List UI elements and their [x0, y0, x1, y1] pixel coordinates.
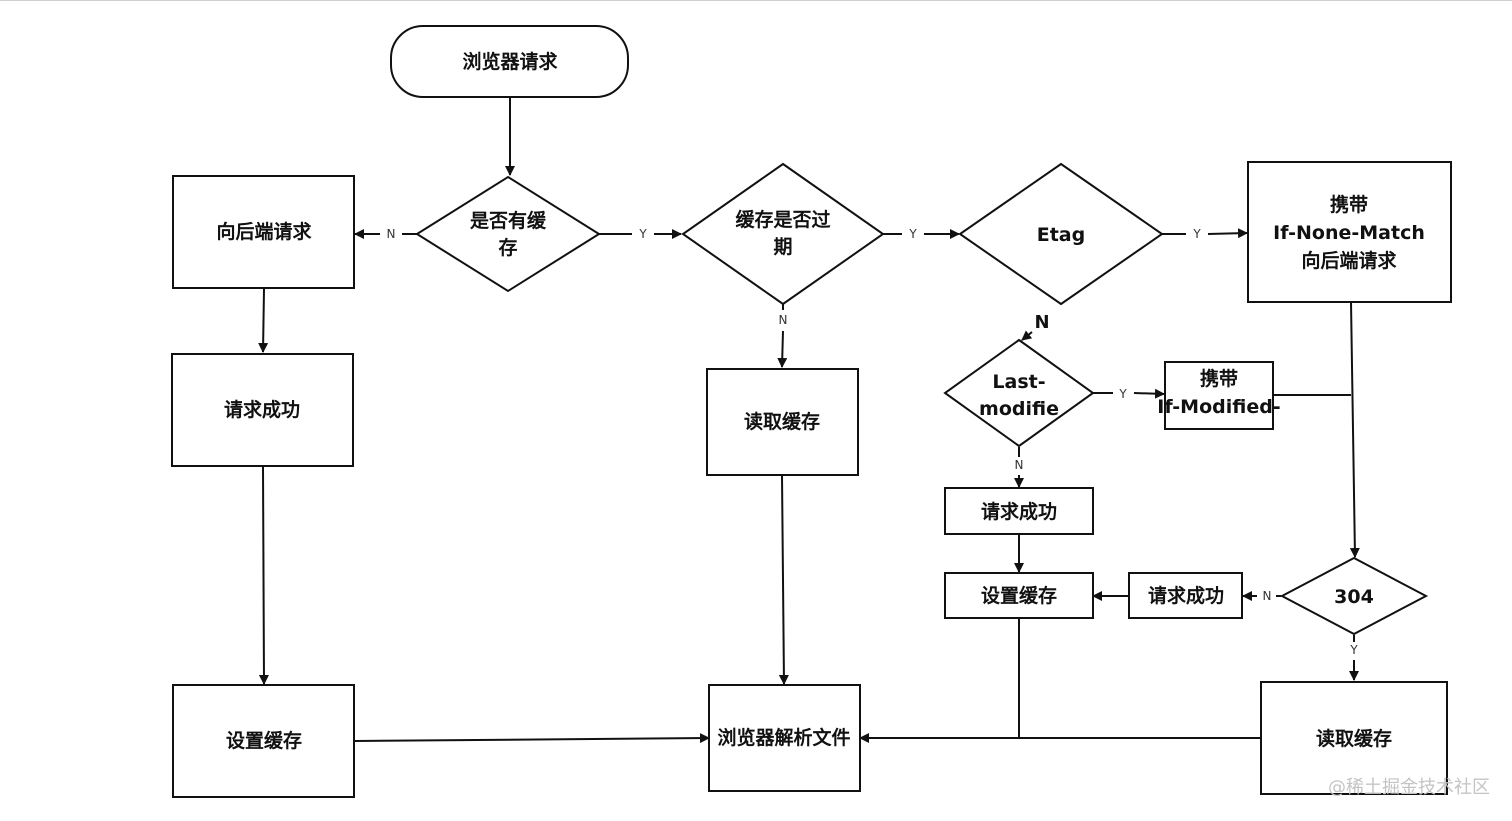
node-has-cache-line1: 是否有缓 — [470, 209, 547, 232]
label-expired-no: N — [779, 313, 788, 327]
label-last-modified-no: N — [1015, 458, 1024, 472]
node-start: 浏览器请求 — [390, 25, 629, 98]
label-304-yes: Y — [1349, 643, 1358, 657]
edge-etag-to-last-modified — [1021, 330, 1033, 341]
label-has-cache-yes: Y — [638, 227, 647, 241]
node-set-cache-left: 设置缓存 — [172, 684, 355, 798]
node-carry-none-match-line2: If-None-Match — [1273, 222, 1425, 244]
node-read-cache-right-label: 读取缓存 — [1316, 727, 1392, 750]
node-304: 304 — [1279, 556, 1429, 636]
node-browser-parse: 浏览器解析文件 — [708, 684, 861, 792]
node-expired-line2: 期 — [773, 236, 792, 258]
edge-labels: N Y Y N Y N Y N N Y — [387, 227, 1359, 657]
edge-set-cache-to-parse — [354, 733, 710, 744]
node-304-label: 304 — [1334, 586, 1374, 608]
edge-expired-to-read-cache-b — [777, 330, 788, 368]
node-read-cache-right: 读取缓存 — [1260, 681, 1448, 795]
edge-carry-none-match-to-304 — [1349, 301, 1360, 558]
top-border — [0, 0, 1512, 1]
node-carry-modified-line1: 携带 — [1200, 367, 1238, 390]
node-set-cache-left-label: 设置缓存 — [226, 729, 302, 752]
watermark: @稀土掘金技术社区 — [1328, 777, 1490, 798]
node-carry-modified: 携带 If-Modified- — [1157, 361, 1281, 430]
node-last-modified: Last- modifie — [943, 338, 1095, 448]
node-request-success-left: 请求成功 — [171, 353, 354, 467]
label-last-modified-yes: Y — [1118, 387, 1127, 401]
node-request-success-left-label: 请求成功 — [224, 398, 300, 421]
node-has-cache: 是否有缓 存 — [415, 175, 601, 293]
node-request-success-a: 请求成功 — [944, 487, 1094, 535]
node-request-success-a-label: 请求成功 — [981, 500, 1057, 523]
label-etag-yes: Y — [1192, 227, 1201, 241]
edge-success-to-set-cache — [258, 466, 269, 685]
label-has-cache-no: N — [387, 227, 396, 241]
node-etag-label: Etag — [1037, 224, 1085, 246]
node-carry-none-match-line1: 携带 — [1330, 193, 1368, 216]
node-last-modified-line2: modifie — [979, 398, 1059, 420]
node-request-success-b: 请求成功 — [1128, 572, 1243, 619]
edge-last-modified-to-carry-modified-b — [1133, 388, 1165, 399]
node-browser-parse-label: 浏览器解析文件 — [717, 726, 850, 749]
node-set-cache-right-label: 设置缓存 — [981, 584, 1057, 607]
label-etag-no: N — [1034, 312, 1049, 333]
node-backend-request-label: 向后端请求 — [216, 220, 312, 243]
edges — [258, 97, 1360, 744]
node-expired-line1: 缓存是否过 — [735, 208, 830, 231]
edge-etag-to-carry-none-match-b — [1207, 228, 1248, 239]
node-start-label: 浏览器请求 — [462, 50, 558, 73]
node-last-modified-line1: Last- — [992, 371, 1045, 393]
node-expired: 缓存是否过 期 — [681, 162, 885, 306]
node-read-cache-mid: 读取缓存 — [706, 368, 859, 476]
node-etag: Etag — [958, 162, 1164, 306]
label-304-no: N — [1263, 589, 1272, 603]
node-carry-none-match-line3: 向后端请求 — [1301, 249, 1397, 272]
node-read-cache-mid-label: 读取缓存 — [744, 410, 820, 433]
label-expired-yes: Y — [908, 227, 917, 241]
node-carry-none-match: 携带 If-None-Match 向后端请求 — [1247, 161, 1452, 303]
node-set-cache-right: 设置缓存 — [944, 572, 1094, 619]
edge-read-cache-to-parse — [778, 475, 789, 685]
node-backend-request: 向后端请求 — [172, 175, 355, 289]
node-carry-modified-line2: If-Modified- — [1157, 396, 1280, 418]
node-has-cache-line2: 存 — [498, 236, 517, 259]
node-request-success-b-label: 请求成功 — [1148, 584, 1224, 607]
edge-backend-to-success — [258, 288, 269, 353]
